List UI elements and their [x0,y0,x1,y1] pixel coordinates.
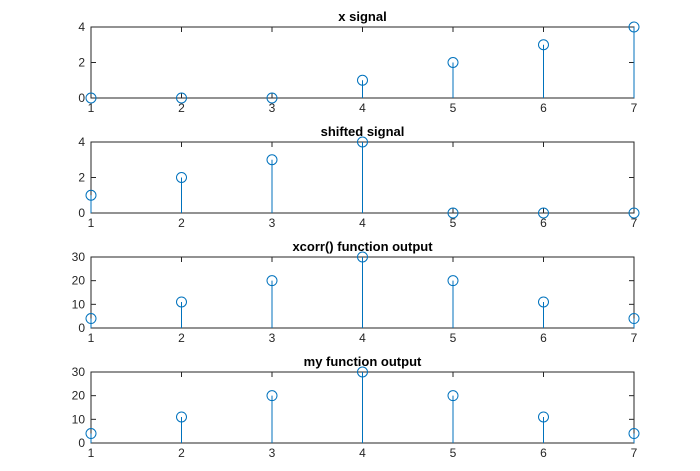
y-tick-label: 2 [78,56,85,70]
y-tick-label: 30 [72,250,86,264]
stem-marker [85,189,97,201]
stem-marker [447,390,459,402]
stem-marker [357,251,368,263]
x-tick-label: 7 [631,446,638,460]
x-tick-label: 4 [359,331,366,345]
x-tick-label: 7 [631,216,638,230]
x-tick-label: 4 [359,216,366,230]
y-tick-label: 0 [78,91,85,105]
y-tick-label: 20 [72,389,86,403]
x-tick-label: 2 [178,331,185,345]
subplot-title: shifted signal [321,124,405,139]
y-tick-label: 2 [78,171,85,185]
stem-marker [85,428,97,440]
subplot-1: x signal 1 2 3 4 5 6 7 0 2 4 [78,9,640,115]
x-tick-label: 5 [450,216,457,230]
subplot-4: my function output 1 2 3 4 5 6 7 0 10 20 30 [72,354,640,460]
stem-marker [357,366,368,378]
x-tick-label: 3 [269,216,276,230]
stem-marker [176,172,187,183]
stem-marker [357,74,368,86]
x-tick-label: 6 [540,216,547,230]
x-tick-label: 3 [269,101,276,115]
x-tick-label: 5 [450,446,457,460]
stem-marker [538,411,549,423]
y-tick-label: 4 [78,135,85,149]
x-tick-label: 2 [178,101,185,115]
x-tick-label: 2 [178,216,185,230]
x-tick-label: 1 [88,101,95,115]
y-tick-label: 4 [78,20,85,34]
subplot-title: x signal [338,9,386,24]
y-tick-label: 0 [78,321,85,335]
stem-marker [628,21,640,33]
x-tick-label: 4 [359,101,366,115]
stem-marker [176,92,187,104]
y-tick-label: 0 [78,436,85,450]
stem-marker [447,57,459,68]
stem-marker [266,154,278,166]
x-tick-label: 6 [540,331,547,345]
subplot-3: xcorr() function output 1 2 3 4 5 6 7 0 10 20 30 [72,239,640,345]
y-tick-label: 10 [72,412,86,426]
stem-marker [85,92,97,104]
stem-marker [266,390,278,402]
subplot-title: my function output [304,354,422,369]
x-tick-label: 7 [631,331,638,345]
stem-marker [628,313,640,325]
x-tick-label: 5 [450,101,457,115]
subplot-title: xcorr() function output [292,239,433,254]
x-tick-label: 4 [359,446,366,460]
stem-marker [176,411,187,423]
stem-marker [85,313,97,325]
x-tick-label: 6 [540,446,547,460]
stem-marker [538,39,549,51]
x-tick-label: 6 [540,101,547,115]
subplot-2: shifted signal 1 2 3 4 5 6 7 0 2 4 [78,124,640,230]
x-tick-label: 2 [178,446,185,460]
y-tick-label: 10 [72,297,86,311]
x-tick-label: 5 [450,331,457,345]
x-tick-label: 1 [88,446,95,460]
stem-marker [266,92,278,104]
x-tick-label: 1 [88,331,95,345]
stem-marker [266,275,278,287]
y-tick-label: 30 [72,365,86,379]
x-tick-label: 3 [269,331,276,345]
y-tick-label: 20 [72,274,86,288]
stem-marker [447,207,459,219]
x-tick-label: 3 [269,446,276,460]
stem-marker [628,207,640,219]
x-tick-label: 1 [88,216,95,230]
stem-marker [357,136,368,148]
stem-marker [447,275,459,287]
y-tick-label: 0 [78,206,85,220]
stem-marker [538,296,549,308]
stem-marker [628,428,640,440]
stem-marker [176,296,187,308]
stem-marker [538,207,549,219]
x-tick-label: 7 [631,101,638,115]
